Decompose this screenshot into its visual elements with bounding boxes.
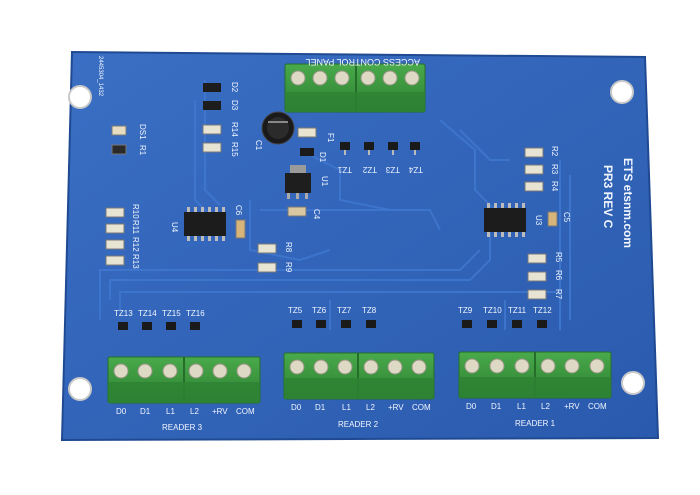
pin-l2-r2: L2 [366,403,375,412]
right-resistor-column-top [524,147,544,192]
pin-rv-r3: +RV [212,407,228,416]
pin-l1-r3: L1 [166,407,175,416]
label-r8: R8 [284,242,293,253]
label-tz9: TZ9 [458,306,473,315]
top-terminal-screws [290,70,420,86]
ic-u3 [484,203,526,237]
reader-2-label: READER 2 [338,420,379,429]
label-f1: F1 [326,133,335,143]
label-r6: R6 [554,270,563,281]
pin-d0-r1: D0 [466,402,477,411]
label-r13: R13 [131,254,140,269]
label-r1: R1 [138,145,147,156]
ic-u4 [184,207,226,241]
brand-label: ETS etsnm.com [621,158,635,248]
pin-com-r1: COM [588,402,607,411]
pin-rv-r2: +RV [388,403,404,412]
pin-l2-r1: L2 [541,402,550,411]
pin-l1-r1: L1 [517,402,526,411]
center-small-parts [287,127,317,217]
label-tz15: TZ15 [162,309,181,318]
label-r11: R11 [131,220,140,235]
label-c1: C1 [254,140,263,151]
pin-com-r2: COM [412,403,431,412]
label-r15: R15 [230,142,239,157]
label-r4: R4 [550,181,559,192]
reader-3-section: TZ13 TZ14 TZ15 TZ16 D0 D1 L1 L2 +RV COM … [107,309,261,432]
pin-l2-r3: L2 [190,407,199,416]
label-u4: U4 [170,222,179,233]
label-tz2: TZ2 [362,165,377,174]
label-tz8: TZ8 [362,306,377,315]
label-tz1: TZ1 [337,165,352,174]
right-resistor-column-bottom [527,253,547,300]
label-tz6: TZ6 [312,306,327,315]
top-tz-transistors [340,142,420,155]
label-tz4: TZ4 [408,165,423,174]
pin-d0-r2: D0 [291,403,302,412]
pin-d0-r3: D0 [116,407,127,416]
capacitor-c1 [261,111,295,145]
top-terminal-block [284,63,426,113]
left-top-parts [111,83,222,155]
label-u3: U3 [534,215,543,226]
pin-com-r3: COM [236,407,255,416]
pin-d1-r3: D1 [140,407,151,416]
capacitor-c5 [547,211,558,227]
top-connector-label: ACCESS CONTROL PANEL [305,57,420,67]
reader-3-label: READER 3 [162,423,203,432]
label-c4: C4 [312,209,321,220]
resistors-r8-r9 [257,243,277,273]
label-tz14: TZ14 [138,309,157,318]
label-tz13: TZ13 [114,309,133,318]
label-r5: R5 [554,252,563,263]
label-tz12: TZ12 [533,306,552,315]
label-r14: R14 [230,122,239,137]
label-u1: U1 [320,176,329,187]
label-r10: R10 [131,204,140,219]
mounting-hole-bl [68,377,92,401]
left-resistor-column [105,207,125,266]
label-tz11: TZ11 [508,306,527,315]
mounting-hole-br [621,371,645,395]
mounting-hole-tr [610,80,634,104]
label-tz16: TZ16 [186,309,205,318]
model-label: PR3 REV C [601,165,615,229]
copper-traces [99,80,571,330]
label-ds1: DS1 [138,124,147,140]
label-d3: D3 [230,100,239,111]
label-c5: C5 [562,212,571,223]
reader-1-label: READER 1 [515,419,556,428]
label-d2: D2 [230,82,239,93]
pin-d1-r1: D1 [491,402,502,411]
regulator-u1 [285,165,311,199]
label-r2: R2 [550,146,559,157]
label-r9: R9 [284,262,293,273]
reader-1-section: TZ9 TZ10 TZ11 TZ12 D0 D1 L1 L2 +RV COM R… [458,306,612,428]
mounting-holes [68,80,645,401]
capacitor-c6 [235,219,246,239]
pin-d1-r2: D1 [315,403,326,412]
label-r12: R12 [131,237,140,252]
pin-rv-r1: +RV [564,402,580,411]
label-tz3: TZ3 [385,165,400,174]
mounting-hole-tl [68,85,92,109]
label-r3: R3 [550,164,559,175]
label-tz10: TZ10 [483,306,502,315]
label-c6: C6 [234,205,243,216]
label-d1: D1 [318,152,327,163]
reader-2-section: TZ5 TZ6 TZ7 TZ8 D0 D1 L1 L2 +RV COM READ… [283,306,435,429]
label-tz7: TZ7 [337,306,352,315]
label-tz5: TZ5 [288,306,303,315]
pin-l1-r2: L1 [342,403,351,412]
serial-number: 2445304_1432 [97,56,103,97]
label-r7: R7 [554,289,563,300]
